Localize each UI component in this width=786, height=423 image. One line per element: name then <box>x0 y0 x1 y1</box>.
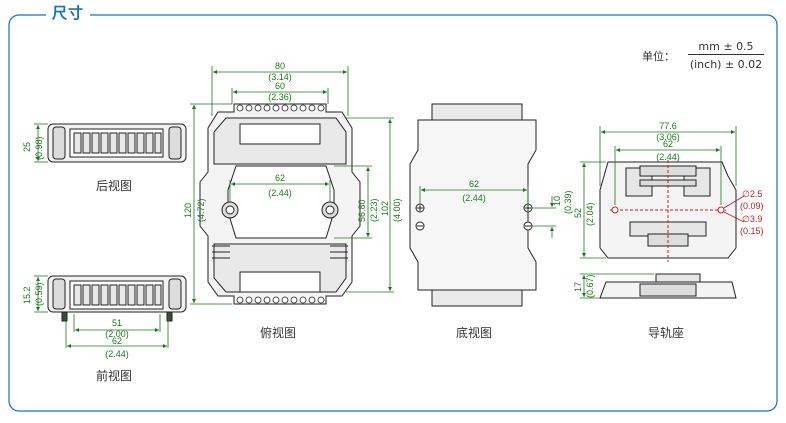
caption-rear-view: 后视图 <box>96 179 133 193</box>
caption-rail-mount: 导轨座 <box>648 326 685 340</box>
rear-view <box>47 123 187 163</box>
front-height-inch: (0.59) <box>34 282 44 306</box>
top-width62-label: 62 <box>275 173 285 183</box>
rear-dip-switches <box>73 132 162 154</box>
outer-frame <box>8 14 778 412</box>
top-width60-inch: (2.36) <box>268 92 292 102</box>
top-width62-inch: (2.44) <box>268 188 292 198</box>
rail-hole39-label: ∅3.9 <box>742 214 762 224</box>
caption-bottom-view: 底视图 <box>456 326 493 340</box>
rail-mount-dims <box>580 126 737 259</box>
rail-side-dims <box>580 273 654 299</box>
rail-height17-inch: (0.67) <box>585 274 595 298</box>
front-height-label: 15.2 <box>22 286 32 304</box>
bottom-height10-inch: (0.39) <box>563 190 573 214</box>
front-width1-label: 51 <box>112 318 122 328</box>
front-height-dim <box>34 275 169 348</box>
top-height102-inch: (4.00) <box>392 198 402 222</box>
rail-mount-view <box>599 160 737 262</box>
bottom-width62-inch: (2.44) <box>462 193 486 203</box>
rail-height52-inch: (2.04) <box>585 202 595 226</box>
top-view <box>199 103 361 305</box>
rail-hole25-label: ∅2.5 <box>742 189 762 199</box>
rail-height52-label: 52 <box>573 208 583 218</box>
rail-hole-leaders <box>723 195 745 223</box>
rail-height17-label: 17 <box>573 282 583 292</box>
caption-top-view: 俯视图 <box>260 326 297 340</box>
top-height56-label: 56.80 <box>357 199 367 222</box>
bottom-width62-label: 62 <box>469 179 479 189</box>
rail-width62-label: 62 <box>663 139 673 149</box>
section-title: 尺寸 <box>46 2 91 23</box>
rear-height-label: 25 <box>22 142 32 152</box>
top-height56-inch: (2.23) <box>369 198 379 222</box>
top-terminal-row-upper <box>236 104 325 112</box>
top-height120-inch: (4.72) <box>196 198 206 222</box>
front-width1-inch: (2.00) <box>105 329 129 339</box>
rail-width62-inch: (2.44) <box>656 152 680 162</box>
rear-height-inch: (0.98) <box>34 136 44 160</box>
top-height102-label: 102 <box>380 201 390 216</box>
front-width2-inch: (2.44) <box>105 349 129 359</box>
top-height120-label: 120 <box>183 203 193 218</box>
top-width80-inch: (3.14) <box>268 72 292 82</box>
bottom-view <box>409 103 537 307</box>
top-width60-label: 60 <box>275 81 285 91</box>
unit-denominator: (inch) ± 0.02 <box>689 58 763 71</box>
front-view <box>47 275 187 322</box>
unit-label: 单位： <box>642 50 675 63</box>
rail-hole25-inch: (0.09) <box>740 201 764 211</box>
bottom-height10-label: 10 <box>552 196 562 206</box>
front-width2-label: 62 <box>112 336 122 346</box>
unit-numerator: mm ± 0.5 <box>688 40 764 55</box>
rail-side-view <box>599 273 737 299</box>
front-dip-switches <box>73 284 162 306</box>
top-width80-label: 80 <box>275 61 285 71</box>
top-terminal-row-lower <box>236 296 325 304</box>
rear-height-dim <box>34 123 48 163</box>
caption-front-view: 前视图 <box>96 369 133 383</box>
rail-width77-inch: (3.06) <box>656 132 680 142</box>
rail-hole39-inch: (0.15) <box>740 226 764 236</box>
bottom-view-dims <box>419 186 556 238</box>
rail-width77-label: 77.6 <box>659 121 677 131</box>
top-view-dims <box>190 66 394 305</box>
